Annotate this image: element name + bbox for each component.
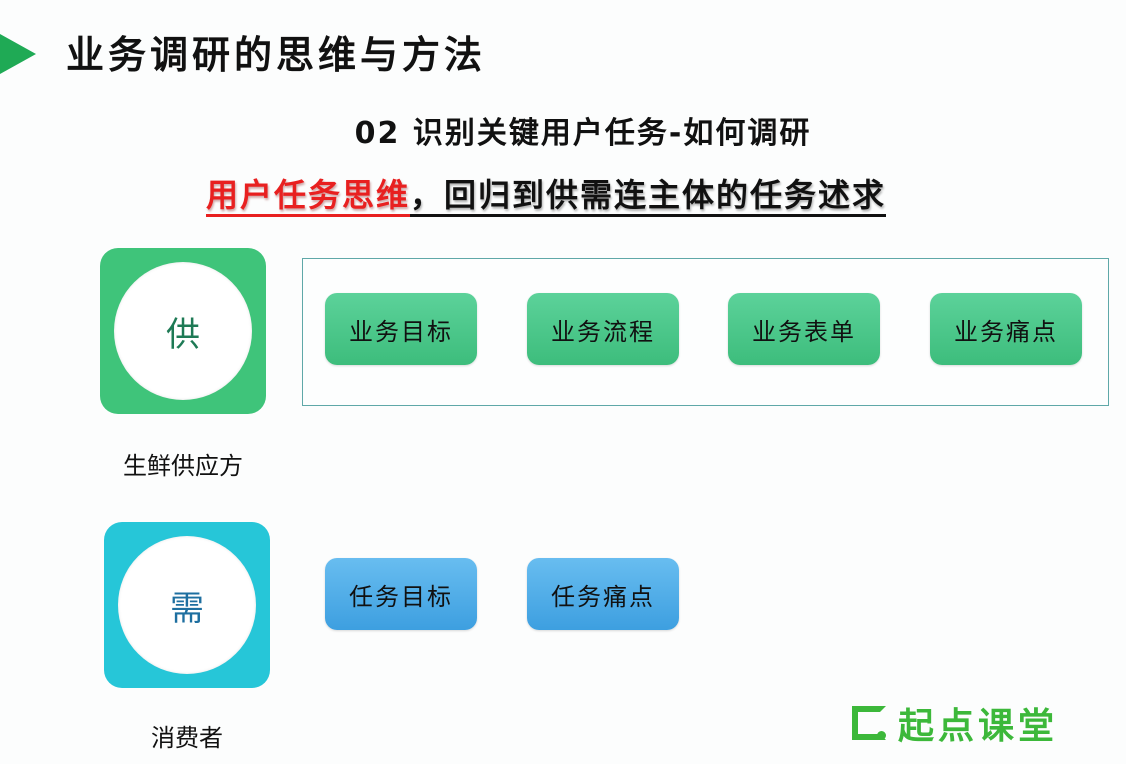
demand-task-goal[interactable]: 任务目标 bbox=[325, 558, 477, 630]
demand-glyph: 需 bbox=[118, 536, 256, 674]
brand-logo: 起点课堂 bbox=[852, 698, 1058, 748]
supply-label: 生鲜供应方 bbox=[123, 452, 243, 480]
title-arrow-icon bbox=[0, 34, 36, 74]
supply-task-form[interactable]: 业务表单 bbox=[728, 293, 880, 365]
supply-task-process[interactable]: 业务流程 bbox=[527, 293, 679, 365]
supply-tile: 供 bbox=[100, 248, 266, 414]
section-subtitle: 02 识别关键用户任务-如何调研 bbox=[354, 116, 812, 151]
demand-task-painpoint[interactable]: 任务痛点 bbox=[527, 558, 679, 630]
page-title: 业务调研的思维与方法 bbox=[66, 33, 487, 77]
tagline-highlight: 用户任务思维 bbox=[206, 176, 411, 217]
demand-tile: 需 bbox=[104, 522, 270, 688]
supply-task-painpoint[interactable]: 业务痛点 bbox=[930, 293, 1082, 365]
demand-label: 消费者 bbox=[151, 724, 223, 752]
logo-mark-icon bbox=[852, 706, 886, 740]
supply-glyph: 供 bbox=[114, 262, 252, 400]
logo-text: 起点课堂 bbox=[898, 706, 1059, 747]
supply-task-goal[interactable]: 业务目标 bbox=[325, 293, 477, 365]
tagline-rest: ，回归到供需连主体的任务述求 bbox=[410, 176, 887, 217]
tagline: 用户任务思维，回归到供需连主体的任务述求 bbox=[206, 172, 887, 218]
